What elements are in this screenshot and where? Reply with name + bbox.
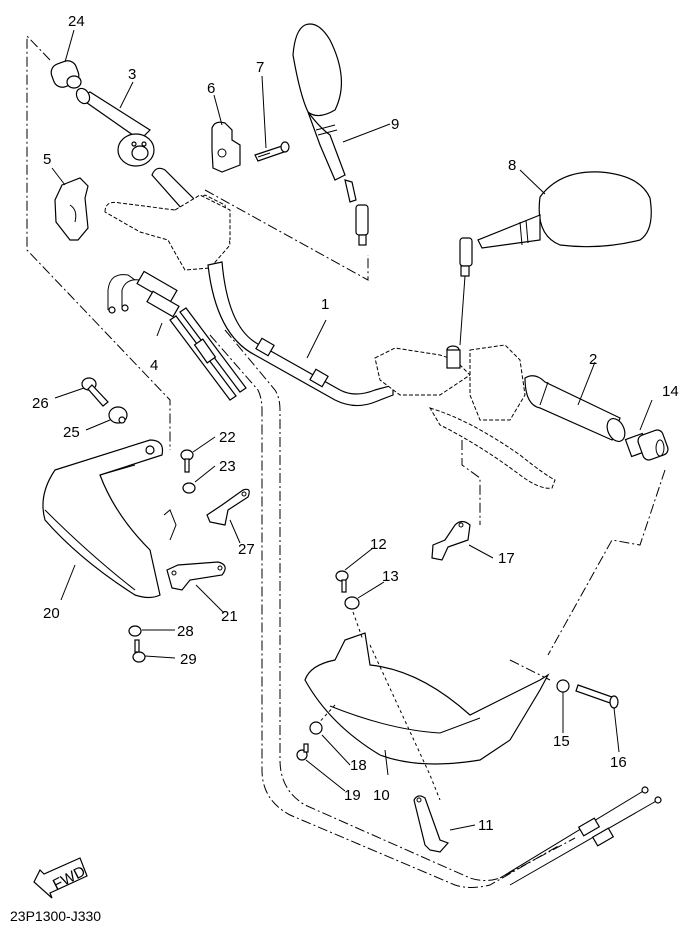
callout-8: 8: [508, 157, 516, 174]
part-20-left-hand-guard: [42, 439, 164, 599]
part-25-grommet: [108, 406, 128, 424]
callout-11: 11: [478, 817, 494, 834]
callout-1: 1: [321, 296, 329, 313]
part-10-right-hand-guard: [304, 611, 550, 801]
callout-4: 4: [150, 357, 158, 374]
callout-18: 18: [350, 757, 367, 774]
callout-15: 15: [553, 733, 570, 750]
part-26-bolt: [81, 377, 109, 407]
callout-26: 26: [32, 395, 49, 412]
part-21-bracket: [163, 509, 226, 591]
callout-19: 19: [344, 787, 361, 804]
part-28-collar: [128, 625, 142, 637]
part-23-collar: [182, 482, 196, 494]
callout-24: 24: [68, 13, 85, 30]
callout-9: 9: [391, 116, 399, 133]
part-29-screw: [132, 639, 146, 663]
callout-2: 2: [589, 351, 597, 368]
callout-29: 29: [180, 651, 197, 668]
part-19-screw: [296, 743, 309, 761]
callout-13: 13: [382, 568, 399, 585]
callout-leaders: [51, 29, 653, 831]
callout-7: 7: [256, 59, 264, 76]
part-12-screw: [335, 570, 349, 593]
callout-5: 5: [43, 151, 51, 168]
part-5-housing-half: [54, 177, 89, 241]
handlebar-right-controls: [374, 344, 556, 489]
part-4-throttle-cable: [107, 270, 247, 401]
part-16-bolt: [575, 684, 619, 709]
part-3-throttle-grip: [75, 87, 155, 167]
callout-22: 22: [219, 429, 236, 446]
part-11-bracket: [413, 795, 450, 853]
handlebar-left-section: [104, 167, 231, 271]
callout-20: 20: [43, 605, 60, 622]
callout-14: 14: [662, 383, 679, 400]
part-6-clamp: [211, 121, 241, 173]
forward-direction-arrow: FWD: [33, 857, 88, 899]
part-9-left-mirror: [292, 23, 369, 246]
assembly-guide-lines: [26, 34, 666, 681]
callout-25: 25: [63, 424, 80, 441]
callout-16: 16: [610, 754, 627, 771]
callout-labels: 24 3 5 6 7 9 8 1 2 14 4 26 25 22 23 27 2…: [32, 13, 679, 834]
callout-12: 12: [370, 536, 387, 553]
part-18-collar: [309, 721, 323, 735]
callout-6: 6: [207, 80, 215, 97]
part-1-handlebar: [207, 261, 394, 407]
callout-27: 27: [238, 541, 255, 558]
throttle-cable-routing: [209, 329, 576, 888]
part-15-collar: [556, 679, 570, 693]
part-22-screw: [180, 449, 194, 473]
diagram-code: 23P1300-J330: [10, 908, 101, 924]
callout-10: 10: [373, 787, 390, 804]
callout-21: 21: [221, 608, 238, 625]
part-24-handlebar-end: [50, 60, 82, 89]
callout-17: 17: [498, 550, 515, 567]
callout-28: 28: [177, 623, 194, 640]
part-8-right-mirror: [459, 171, 652, 346]
part-27-bracket: [206, 488, 250, 526]
throttle-cable-ends: [499, 786, 662, 886]
callout-3: 3: [128, 66, 136, 83]
part-7-bolt: [254, 141, 290, 162]
callout-23: 23: [219, 458, 236, 475]
part-17-bracket: [431, 520, 471, 561]
part-13-collar: [344, 596, 360, 610]
part-2-right-grip: [524, 375, 626, 442]
part-14-handlebar-end: [624, 429, 669, 461]
